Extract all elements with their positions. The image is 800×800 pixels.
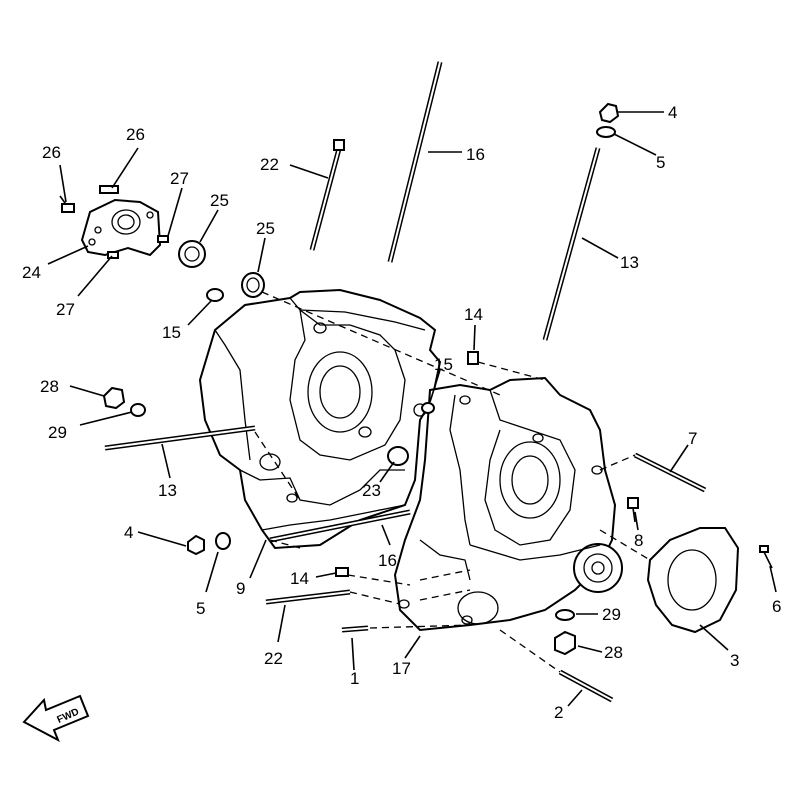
callout-17: 17 <box>392 659 411 678</box>
cover-part-3 <box>646 527 740 634</box>
bolt-part-1 <box>341 625 369 633</box>
callout-16a: 16 <box>466 145 485 164</box>
washer-part-5a <box>596 126 616 138</box>
pin-part-27b <box>107 251 119 259</box>
callout-13a: 13 <box>620 253 639 272</box>
screw-part-6 <box>759 545 773 569</box>
oring-part-15a <box>206 288 224 302</box>
callout-27b: 27 <box>56 300 75 319</box>
callout-13b: 13 <box>158 481 177 500</box>
forward-direction-arrow: FWD <box>22 694 90 743</box>
alignment-lines <box>254 291 651 673</box>
callout-24: 24 <box>22 263 41 282</box>
leader-lines <box>47 111 777 707</box>
dowel-part-14b <box>335 567 349 577</box>
callout-5a: 5 <box>656 153 665 172</box>
callout-labels: 26 26 27 25 22 25 24 27 15 16 4 5 13 14 … <box>22 103 781 722</box>
stud-part-13a <box>542 147 601 341</box>
bolt-part-2 <box>558 669 614 703</box>
callout-4a: 4 <box>668 103 677 122</box>
bracket-part-24 <box>80 198 162 257</box>
bolt-part-22b <box>265 589 351 605</box>
seal-part-23 <box>387 446 409 466</box>
stud-part-13b <box>104 425 256 451</box>
callout-28b: 28 <box>604 643 623 662</box>
nut-part-4a <box>598 102 620 124</box>
callout-23: 23 <box>362 481 381 500</box>
callout-25b: 25 <box>256 219 275 238</box>
bolt-part-26a <box>59 195 75 213</box>
callout-15b: 15 <box>434 355 453 374</box>
callout-29b: 29 <box>602 605 621 624</box>
seal-part-25b <box>241 272 265 298</box>
dowel-part-14a <box>467 351 479 365</box>
callout-14a: 14 <box>464 305 483 324</box>
callout-4b: 4 <box>124 523 133 542</box>
crankcase-left <box>198 288 442 550</box>
stud-part-22a <box>309 139 345 251</box>
callout-3: 3 <box>730 651 739 670</box>
plug-part-28b <box>554 630 576 656</box>
nut-part-28a <box>102 386 126 410</box>
stud-part-16b <box>269 509 411 543</box>
oring-part-15b <box>421 402 435 414</box>
callout-14b: 14 <box>290 569 309 588</box>
pin-part-27a <box>157 235 169 243</box>
callout-16b: 16 <box>378 551 397 570</box>
bolt-part-26b <box>99 185 119 194</box>
callout-28a: 28 <box>40 377 59 396</box>
bolt-part-8 <box>627 497 639 523</box>
bolt-part-7 <box>633 452 707 493</box>
callout-5b: 5 <box>196 599 205 618</box>
washer-part-29a <box>130 403 146 417</box>
callout-29a: 29 <box>48 423 67 442</box>
stud-part-16a <box>387 61 443 263</box>
washer-part-5b <box>215 532 231 550</box>
nut-part-4b <box>187 534 205 556</box>
callout-22a: 22 <box>260 155 279 174</box>
callout-9: 9 <box>236 579 245 598</box>
callout-27a: 27 <box>170 169 189 188</box>
callout-7: 7 <box>688 429 697 448</box>
callout-6: 6 <box>772 597 781 616</box>
callout-1: 1 <box>350 669 359 688</box>
callout-8: 8 <box>634 531 643 550</box>
washer-part-29b <box>555 609 575 621</box>
callout-15a: 15 <box>162 323 181 342</box>
callout-2: 2 <box>554 703 563 722</box>
seal-part-25a <box>178 240 206 268</box>
callout-25a: 25 <box>210 191 229 210</box>
crankcase-right <box>393 376 623 632</box>
callout-26a: 26 <box>42 143 61 162</box>
callout-22b: 22 <box>264 649 283 668</box>
callout-26b: 26 <box>126 125 145 144</box>
